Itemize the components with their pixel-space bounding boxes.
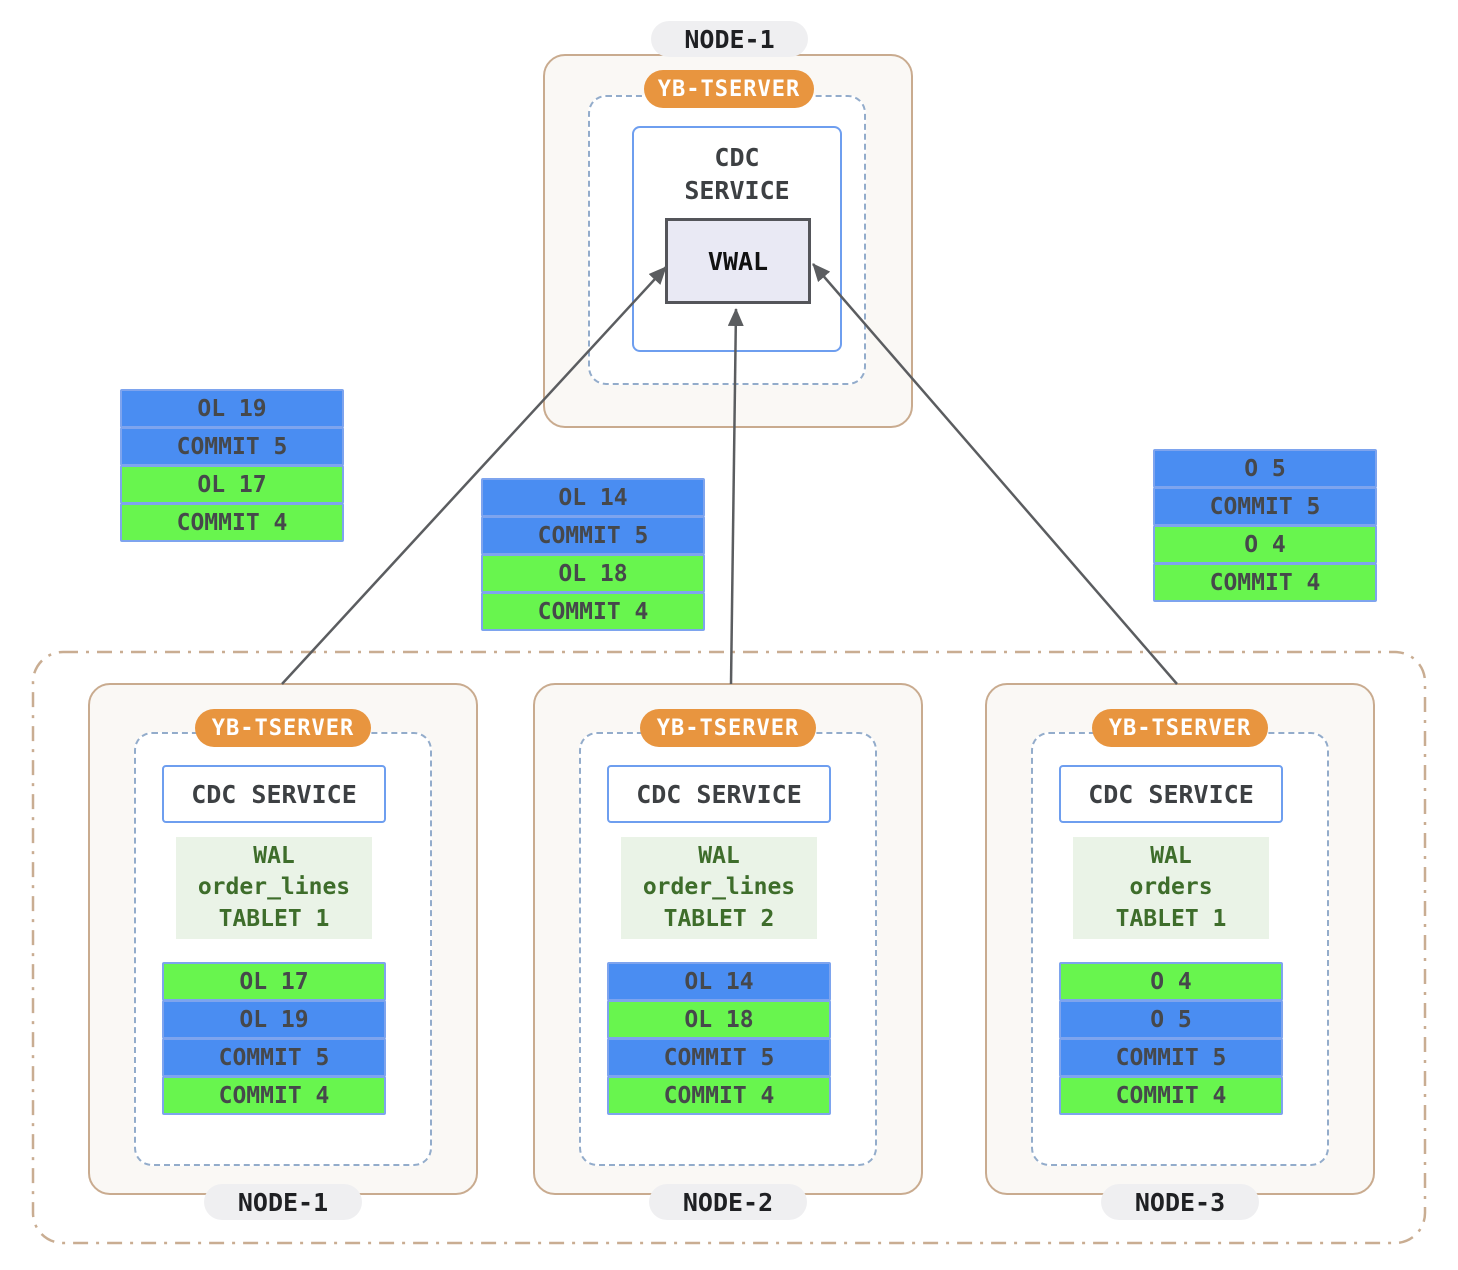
wal-record-stack: OL 17 OL 19 COMMIT 5 COMMIT 4: [162, 962, 386, 1115]
wal-tablet-box: WAL order_lines TABLET 2: [621, 837, 817, 939]
wal-line: WAL: [698, 843, 740, 870]
cdc-service-line1: CDC: [714, 143, 760, 172]
wal-line: WAL: [253, 843, 295, 870]
wal-record: COMMIT 5: [481, 516, 705, 555]
wal-record: OL 17: [162, 962, 386, 1001]
wal-record: O 4: [1153, 525, 1377, 564]
wal-record: COMMIT 5: [607, 1038, 831, 1077]
tserver-label: YB-TSERVER: [1108, 715, 1252, 741]
tserver-pill: YB-TSERVER: [1092, 709, 1268, 747]
top-node-label: NODE-1: [684, 24, 775, 54]
wal-record: OL 18: [481, 554, 705, 593]
wal-record: OL 19: [162, 1000, 386, 1039]
top-tserver-label: YB-TSERVER: [657, 76, 801, 102]
record-buffer-node1: OL 19 COMMIT 5 OL 17 COMMIT 4: [120, 389, 344, 542]
cdc-service-label: CDC SERVICE: [636, 779, 802, 809]
tserver-label: YB-TSERVER: [211, 715, 355, 741]
wal-tablet-name: TABLET 1: [1115, 905, 1227, 932]
wal-record: COMMIT 4: [1153, 563, 1377, 602]
record-buffer-node3: O 5 COMMIT 5 O 4 COMMIT 4: [1153, 449, 1377, 602]
wal-record: COMMIT 5: [1059, 1038, 1283, 1077]
wal-record-stack: OL 14 OL 18 COMMIT 5 COMMIT 4: [607, 962, 831, 1115]
wal-tablet-name: TABLET 1: [218, 905, 330, 932]
wal-line: WAL: [1150, 843, 1192, 870]
tserver-pill: YB-TSERVER: [640, 709, 816, 747]
vwal-box: VWAL: [665, 218, 811, 304]
cdc-service-label: CDC SERVICE: [191, 779, 357, 809]
wal-record: OL 18: [607, 1000, 831, 1039]
tserver-label: YB-TSERVER: [656, 715, 800, 741]
cdc-service-box: CDC SERVICE: [162, 765, 386, 823]
cdc-service-box: CDC SERVICE: [1059, 765, 1283, 823]
node-label-pill: NODE-3: [1101, 1184, 1259, 1220]
node-label: NODE-3: [1134, 1187, 1226, 1217]
wal-record: OL 14: [481, 478, 705, 517]
wal-record: O 5: [1153, 449, 1377, 488]
node-label-pill: NODE-1: [204, 1184, 362, 1220]
wal-record: COMMIT 4: [120, 503, 344, 542]
wal-record: O 5: [1059, 1000, 1283, 1039]
node-container-2: YB-TSERVER CDC SERVICE WAL order_lines T…: [533, 683, 923, 1220]
tserver-pill: YB-TSERVER: [195, 709, 371, 747]
wal-record: OL 17: [120, 465, 344, 504]
wal-record: O 4: [1059, 962, 1283, 1001]
cdc-service-box: CDC SERVICE: [607, 765, 831, 823]
node-label: NODE-1: [237, 1187, 329, 1217]
wal-record: OL 19: [120, 389, 344, 428]
wal-record: COMMIT 4: [162, 1076, 386, 1115]
vwal-label: VWAL: [707, 246, 769, 276]
cdc-service-label: CDC SERVICE: [1088, 779, 1254, 809]
wal-record: COMMIT 5: [162, 1038, 386, 1077]
wal-record: OL 14: [607, 962, 831, 1001]
wal-tablet-box: WAL orders TABLET 1: [1073, 837, 1269, 939]
node-label: NODE-2: [682, 1187, 774, 1217]
wal-record: COMMIT 5: [120, 427, 344, 466]
wal-record: COMMIT 4: [1059, 1076, 1283, 1115]
wal-table-name: order_lines: [642, 874, 796, 901]
wal-record-stack: O 4 O 5 COMMIT 5 COMMIT 4: [1059, 962, 1283, 1115]
node-container-3: YB-TSERVER CDC SERVICE WAL orders TABLET…: [985, 683, 1375, 1220]
record-buffer-node2: OL 14 COMMIT 5 OL 18 COMMIT 4: [481, 478, 705, 631]
cdc-service-line2: SERVICE: [684, 175, 790, 205]
wal-tablet-box: WAL order_lines TABLET 1: [176, 837, 372, 939]
node-container-1: YB-TSERVER CDC SERVICE WAL order_lines T…: [88, 683, 478, 1220]
top-tserver-pill: YB-TSERVER: [644, 70, 814, 108]
wal-table-name: order_lines: [197, 874, 351, 901]
wal-table-name: orders: [1129, 874, 1213, 901]
wal-record: COMMIT 4: [481, 592, 705, 631]
wal-tablet-name: TABLET 2: [663, 905, 775, 932]
top-node-label-pill: NODE-1: [651, 21, 808, 57]
node-label-pill: NODE-2: [649, 1184, 807, 1220]
wal-record: COMMIT 4: [607, 1076, 831, 1115]
wal-record: COMMIT 5: [1153, 487, 1377, 526]
